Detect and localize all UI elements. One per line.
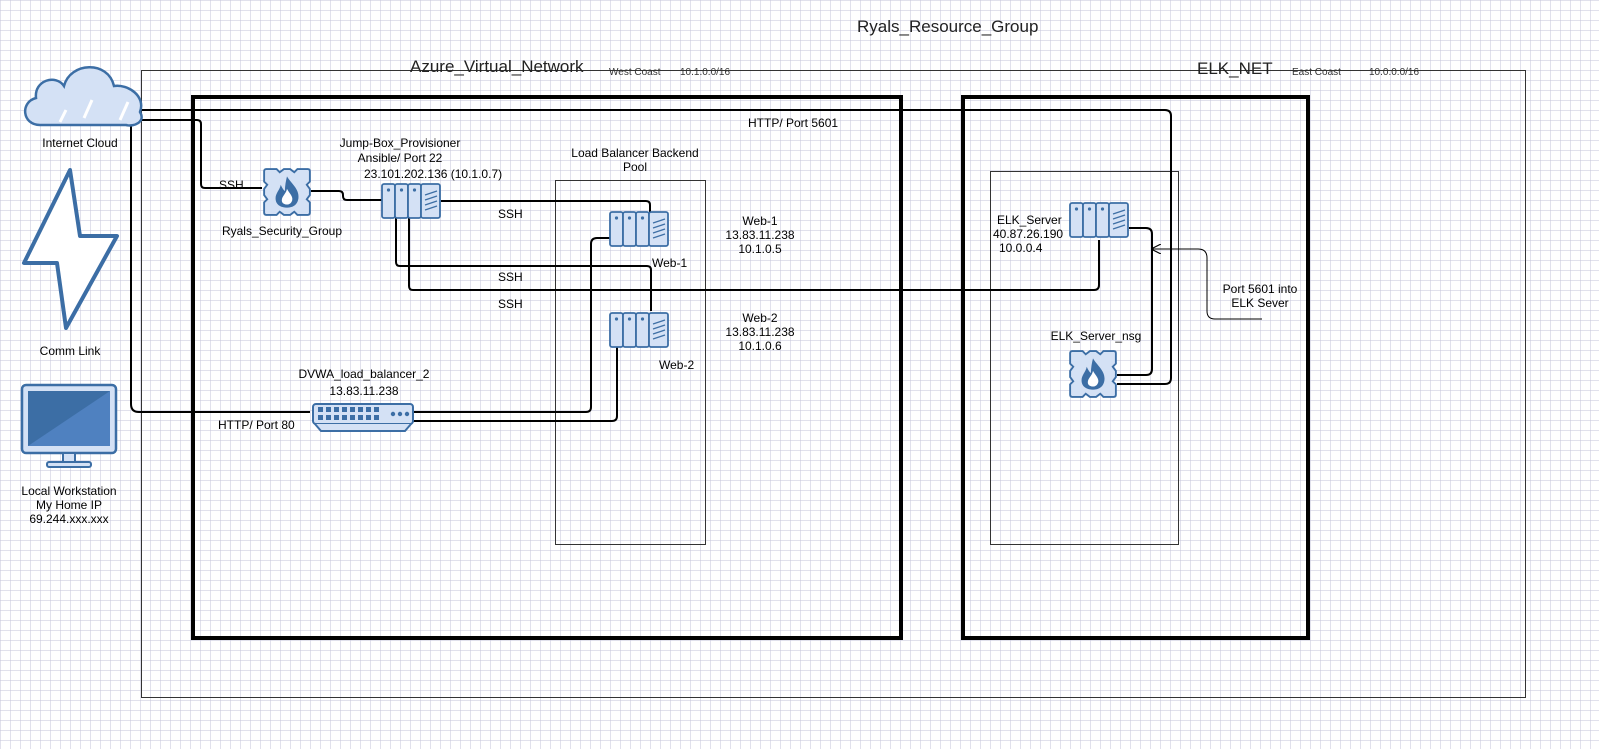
line-lb-to-web2 bbox=[413, 345, 618, 422]
ssh-label-nsg: SSH bbox=[219, 178, 244, 192]
http-80-label: HTTP/ Port 80 bbox=[218, 418, 295, 432]
ssh-label-elk: SSH bbox=[498, 297, 523, 311]
elknet-title: ELK_NET bbox=[1197, 59, 1273, 78]
backend-pool-label-2: Pool bbox=[622, 160, 648, 174]
line-jumpbox-to-web2 bbox=[395, 213, 652, 311]
vnet-title: Azure_Virtual_Network bbox=[410, 57, 584, 76]
web2-info-3: 10.1.0.6 bbox=[738, 339, 782, 353]
web1-info-2: 13.83.11.238 bbox=[725, 228, 795, 242]
line-cloud-to-nsg bbox=[140, 119, 262, 189]
elk-nsg-label: ELK_Server_nsg bbox=[1050, 329, 1142, 343]
line-lb-to-web1 bbox=[413, 237, 611, 413]
workstation-label-3: 69.244.xxx.xxx bbox=[29, 512, 109, 526]
ssh-label-web1: SSH bbox=[498, 207, 523, 221]
load-balancer-name: DVWA_load_balancer_2 bbox=[298, 367, 430, 381]
http-5601-label: HTTP/ Port 5601 bbox=[748, 116, 839, 130]
jumpbox-label-2: Ansible/ Port 22 bbox=[357, 151, 443, 165]
lightning-bolt-icon bbox=[22, 168, 119, 330]
elknet-region: East Coast bbox=[1292, 67, 1341, 78]
vnet-cidr: 10.1.0.0/16 bbox=[680, 67, 731, 78]
elk-server-label-1: ELK_Server bbox=[997, 213, 1062, 227]
cloud-icon bbox=[24, 66, 143, 127]
ssh-label-web2: SSH bbox=[498, 270, 523, 284]
port-note-2: ELK Sever bbox=[1231, 296, 1289, 310]
line-jumpbox-to-elk bbox=[408, 213, 1100, 291]
load-balancer-ip: 13.83.11.238 bbox=[329, 384, 399, 398]
line-jumpbox-to-web1 bbox=[441, 200, 651, 216]
line-workstation-to-lb bbox=[130, 116, 310, 413]
server-icon-elk bbox=[1069, 202, 1129, 238]
resource-group-title: Ryals_Resource_Group bbox=[857, 17, 1039, 36]
web2-info-1: Web-2 bbox=[742, 311, 778, 325]
backend-pool-box bbox=[555, 180, 706, 545]
server-icon-web1 bbox=[609, 211, 669, 247]
monitor-icon bbox=[20, 383, 118, 468]
elk-server-label-3: 10.0.0.4 bbox=[999, 241, 1043, 255]
firewall-icon-elk-nsg bbox=[1069, 350, 1117, 398]
elk-subnet-box bbox=[990, 171, 1179, 545]
jumpbox-label-1: Jump-Box_Provisioner bbox=[339, 136, 461, 150]
security-group-label: Ryals_Security_Group bbox=[221, 224, 343, 238]
elk-net-box bbox=[961, 95, 1310, 640]
web1-info-3: 10.1.0.5 bbox=[738, 242, 782, 256]
line-cloud-to-elk bbox=[140, 109, 1172, 385]
jumpbox-label-3: 23.101.202.136 (10.1.0.7) bbox=[364, 167, 503, 181]
backend-pool-label-1: Load Balancer Backend bbox=[571, 146, 699, 160]
web1-label: Web-1 bbox=[652, 256, 688, 270]
internet-cloud-label: Internet Cloud bbox=[42, 136, 118, 150]
port-note-arrow bbox=[1152, 249, 1262, 320]
azure-vnet-box bbox=[191, 95, 903, 640]
web2-label: Web-2 bbox=[659, 358, 695, 372]
line-nsg-to-jumpbox bbox=[311, 190, 383, 201]
firewall-icon-ryals-nsg bbox=[263, 168, 311, 216]
web1-info-1: Web-1 bbox=[742, 214, 778, 228]
resource-group-box bbox=[141, 70, 1526, 698]
comm-link-label: Comm Link bbox=[39, 344, 101, 358]
workstation-label-2: My Home IP bbox=[35, 498, 102, 512]
workstation-label-1: Local Workstation bbox=[21, 484, 117, 498]
port-note-1: Port 5601 into bbox=[1222, 282, 1298, 296]
elk-server-label-2: 40.87.26.190 bbox=[993, 227, 1064, 241]
elknet-cidr: 10.0.0.0/16 bbox=[1369, 67, 1420, 78]
vnet-region: West Coast bbox=[609, 67, 661, 78]
line-nsg-to-elk bbox=[1117, 227, 1153, 376]
load-balancer-switch-icon bbox=[312, 403, 414, 432]
server-icon-jumpbox bbox=[381, 183, 441, 219]
web2-info-2: 13.83.11.238 bbox=[725, 325, 795, 339]
server-icon-web2 bbox=[609, 312, 669, 348]
